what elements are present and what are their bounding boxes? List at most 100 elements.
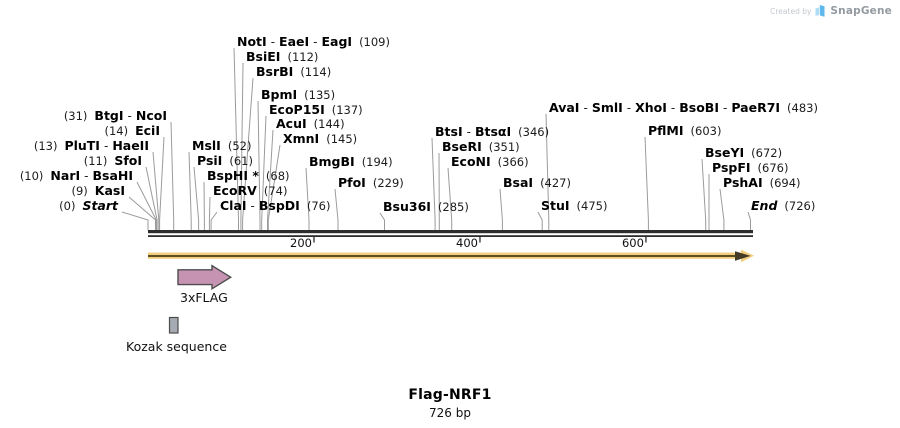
site-line-31 [170,121,175,230]
site-position: (676) [757,161,789,175]
enzyme-name: EaeI [279,34,310,49]
site-line-145 [267,144,281,230]
site-label-pspfi[interactable]: PspFI(676) [712,160,788,176]
site-label-start[interactable]: (0) Start [59,198,118,214]
site-position: (68) [265,169,290,183]
enzyme-name: StuI [541,198,570,213]
enzyme-name: PluTI [64,138,100,153]
site-position: (194) [361,155,393,169]
site-label-bsphi[interactable]: BspHI *(68) [207,168,290,184]
enzyme-name: PshAI [723,175,763,190]
feature-label-3xflag[interactable]: 3xFLAG [180,290,228,305]
feature-label-kozak[interactable]: Kozak sequence [126,339,227,354]
enzyme-name: KasI [94,183,125,198]
site-line-112 [240,62,244,230]
created-by-text: Created by [770,6,812,16]
site-position: (475) [576,199,608,213]
site-label-clai-bspdi[interactable]: ClaI-BspDI(76) [220,198,330,214]
site-label-pflmi[interactable]: PflMI(603) [648,123,721,139]
site-line-76 [210,211,218,230]
site-position: (672) [751,146,783,160]
site-position: (427) [540,176,571,190]
enzyme-name: PsiI [197,153,223,168]
site-label-pshai[interactable]: PshAI (694) [723,175,801,191]
site-label-bseyi[interactable]: BseYI(672) [705,145,782,161]
site-position: (0) [59,199,76,213]
site-label-ecop15i[interactable]: EcoP15I (137) [269,102,363,118]
site-label-pfoi[interactable]: PfoI (229) [338,175,404,191]
site-label-avai-smli-xhoi-bsobi-paer7i[interactable]: AvaI-SmlI-XhoI-BsoBI-PaeR7I(483) [549,100,818,116]
site-line-109 [233,47,239,230]
site-label-econi[interactable]: EcoNI(366) [451,154,529,170]
site-line-672 [701,158,707,230]
enzyme-name: Start [82,198,118,213]
enzyme-name: Bsu36I [383,199,431,214]
orf-arrow[interactable] [148,249,754,263]
site-label-bsiei[interactable]: BsiEI(112) [246,49,318,65]
enzyme-name: BsoBI [679,100,719,115]
site-position: (726) [784,199,816,213]
site-label-end[interactable]: End(726) [751,198,815,214]
site-label-bmgbi[interactable]: BmgBI (194) [309,154,393,170]
site-line-14 [159,136,165,230]
site-label-sfoi[interactable]: (11)SfoI [84,153,142,169]
site-label-bpmi[interactable]: BpmI(135) [261,87,335,103]
site-line-475 [537,211,543,230]
site-line-114 [242,77,254,230]
site-label-bseri[interactable]: BseRI (351) [442,139,520,155]
name-separator: - [250,199,255,213]
name-separator: - [84,169,89,183]
enzyme-name: BsaI [503,175,534,190]
site-position: (135) [304,88,336,102]
site-label-ecorv[interactable]: EcoRV(74) [213,183,287,199]
site-label-acui[interactable]: AcuI(144) [276,116,345,132]
site-position: (285) [437,200,469,214]
site-label-bsai[interactable]: BsaI (427) [503,175,571,191]
enzyme-name: EcoRV [213,183,257,198]
site-label-msli[interactable]: MslI(52) [192,138,251,154]
enzyme-name: XhoI [635,100,667,115]
snapgene-logo-icon [815,5,825,17]
site-position: (31) [63,109,88,123]
enzyme-name: HaeII [112,138,149,153]
axis-tick-label-200: 200 [290,236,312,250]
site-label-bsu36i[interactable]: Bsu36I (285) [383,199,469,215]
site-label-ecii[interactable]: (14)EciI [105,123,161,139]
site-label-xmni[interactable]: XmnI(145) [283,131,357,147]
enzyme-name: BsrBI [256,64,294,79]
site-position: (483) [787,101,818,115]
site-label-kasi[interactable]: (9) KasI [71,183,125,199]
enzyme-name: ClaI [220,198,247,213]
site-position: (11) [83,154,108,168]
enzyme-name: BtgI [94,108,124,123]
feature-3xflag-arrow[interactable] [177,264,233,291]
enzyme-name: EcoP15I [269,102,325,117]
site-position: (137) [331,103,363,117]
name-separator: - [670,101,676,115]
site-position: (229) [372,176,404,190]
site-label-psii[interactable]: PsiI(61) [197,153,253,169]
enzyme-name: BseRI [442,139,482,154]
enzyme-name: EcoNI [451,154,491,169]
site-line-61 [193,166,200,230]
site-position: (109) [359,35,390,49]
site-label-pluti-haeii[interactable]: (13)PluTI-HaeII [34,138,149,154]
site-line-229 [334,188,339,230]
site-position: (694) [769,176,801,190]
site-label-btsi-btsi[interactable]: BtsI-BtsαI(346) [435,124,549,140]
site-label-nari-bsahi[interactable]: (10)NarI-BsaHI [20,168,133,184]
site-label-btgi-ncoi[interactable]: (31)BtgI-NcoI [64,108,167,124]
site-position: (144) [313,117,345,131]
enzyme-name: NarI [50,168,81,183]
site-line-285 [379,212,385,230]
site-label-bsrbi[interactable]: BsrBI(114) [256,64,331,80]
site-label-stui[interactable]: StuI (475) [541,198,607,214]
site-position: (351) [488,140,520,154]
site-label-noti-eaei-eagi[interactable]: NotI-EaeI-EagI(109) [237,34,390,50]
enzyme-name: BmgBI [309,154,355,169]
site-position: (9) [71,184,88,198]
feature-kozak-box[interactable] [168,316,179,334]
enzyme-name: PfoI [338,175,366,190]
